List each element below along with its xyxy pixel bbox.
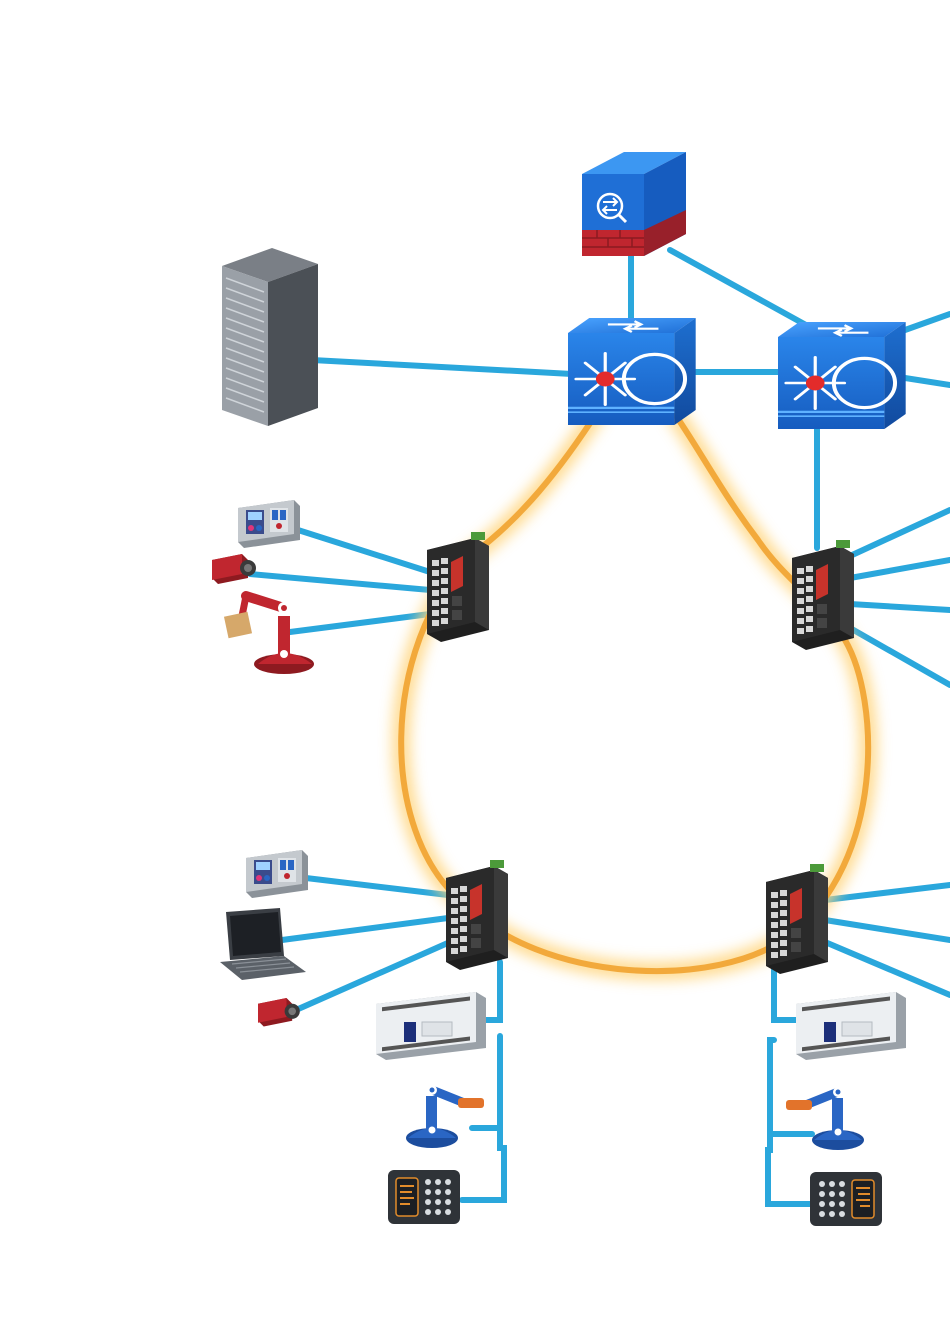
- link-camera-2: [293, 939, 453, 1013]
- ring-switch-lower-right-icon: [766, 864, 828, 974]
- link-keypad-left: [459, 1125, 507, 1203]
- link-core-right-offscreen-1: [902, 311, 950, 333]
- link-robot-arm-red: [287, 611, 433, 635]
- robot-arm-blue-right-icon: [786, 1087, 864, 1150]
- link-server-core-left: [309, 357, 575, 377]
- robot-arm-blue-left-icon: [406, 1085, 484, 1148]
- ring-switch-lower-left-icon: [446, 860, 508, 970]
- link-hmi-panel-1: [295, 527, 433, 575]
- ring-switch-upper-left-icon: [427, 532, 489, 642]
- link-keypad-right: [765, 1131, 813, 1207]
- link-robot-arm-blue-left: [469, 1033, 503, 1131]
- laptop-icon: [220, 908, 306, 980]
- link-lower-right-offscreen-3: [822, 939, 950, 998]
- link-robot-arm-blue-right: [767, 1037, 815, 1137]
- firewall-icon: [582, 152, 686, 256]
- keypad-terminal-right-icon: [809, 1171, 883, 1227]
- control-panel-2-icon: [246, 850, 308, 898]
- link-hmi-panel-2: [303, 875, 451, 898]
- plc-right-icon: [795, 991, 907, 1061]
- robot-arm-red-icon: [223, 591, 314, 674]
- link-upper-right-offscreen-4: [847, 625, 950, 688]
- industrial-camera-2-icon: [258, 998, 300, 1027]
- control-panel-icon: [238, 500, 300, 548]
- industrial-camera-icon: [212, 554, 256, 584]
- link-plc-right: [771, 962, 801, 1023]
- ring-switch-upper-right-icon: [792, 540, 854, 650]
- link-upper-right-offscreen-2: [847, 557, 950, 581]
- link-upper-right-offscreen-1: [847, 507, 950, 559]
- network-links: [247, 247, 950, 1207]
- link-core-right-offscreen-2: [902, 375, 950, 388]
- server-rack-icon: [222, 248, 318, 426]
- link-lower-right-offscreen-1: [822, 882, 950, 903]
- core-switch-left-icon: [566, 316, 698, 427]
- link-upper-right-offscreen-3: [847, 601, 950, 613]
- link-camera-1: [247, 571, 433, 593]
- plc-left-icon: [375, 991, 487, 1061]
- link-lower-right-offscreen-2: [822, 917, 950, 943]
- keypad-terminal-left-icon: [387, 1169, 461, 1225]
- link-laptop: [279, 915, 451, 943]
- link-firewall-core-right: [667, 247, 818, 333]
- core-switch-right-icon: [776, 320, 908, 431]
